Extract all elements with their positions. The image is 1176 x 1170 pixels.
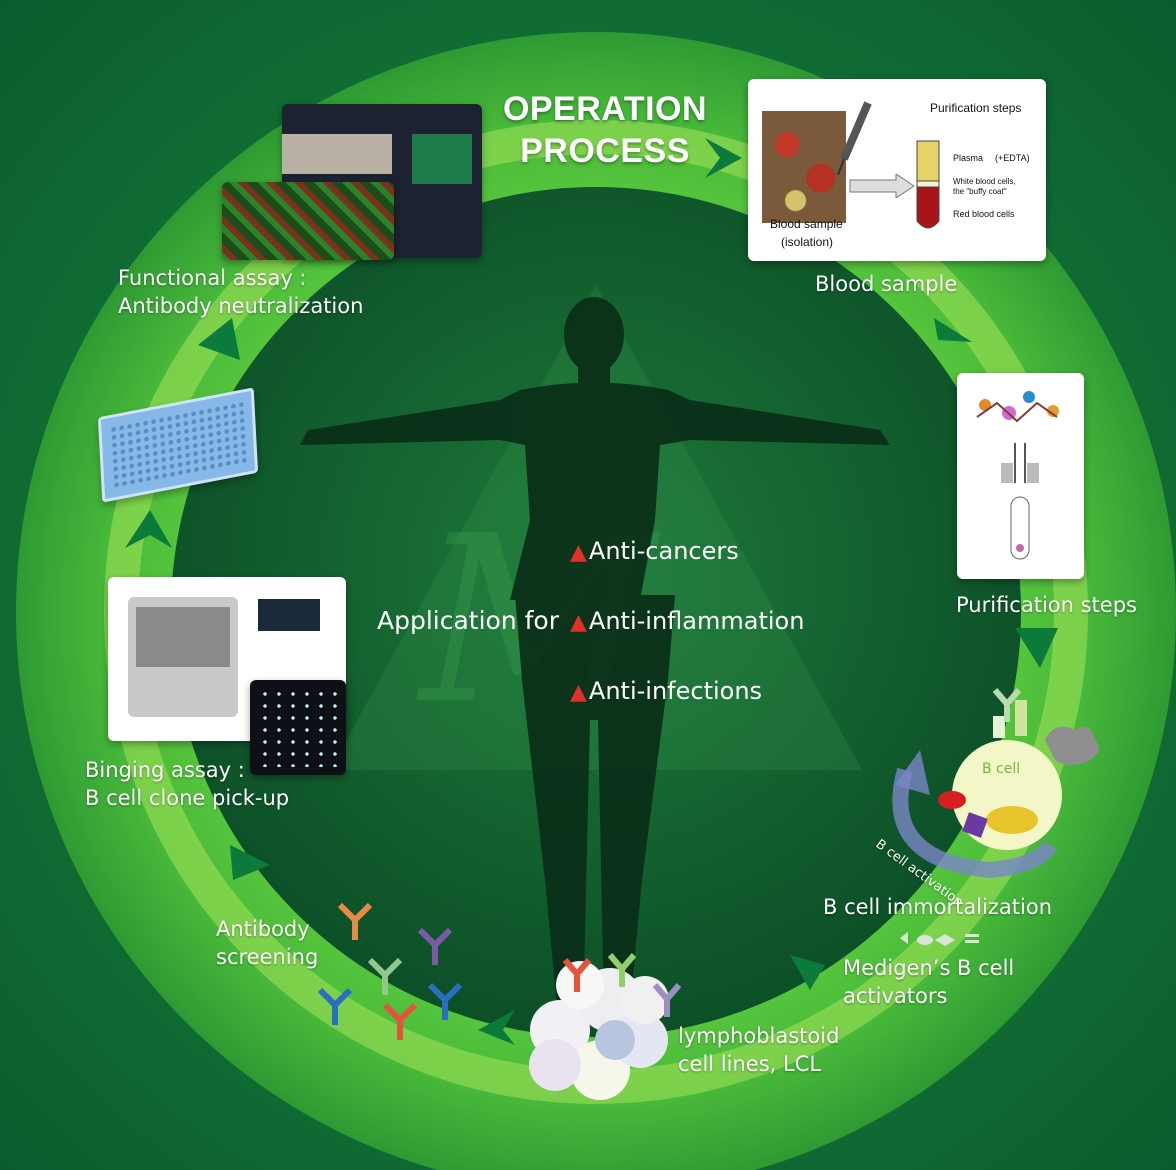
human-silhouette-icon — [300, 297, 890, 1060]
diagram-title: OPERATION PROCESS — [470, 88, 740, 172]
activation-arrow — [892, 767, 1058, 879]
application-label: Application for — [377, 606, 560, 635]
wbc-label-2: the "buffy coat" — [953, 187, 1007, 196]
purification-card — [957, 373, 1084, 579]
blood-caption-2: (isolation) — [781, 235, 834, 249]
screening-line2: screening — [216, 945, 319, 969]
screening-line1: Antibody — [216, 917, 310, 941]
screening-label: Antibody screening — [216, 915, 318, 971]
application-item-text: Anti-infections — [588, 677, 763, 705]
clone-image-photo — [250, 680, 346, 775]
activators-line2: activators — [843, 984, 948, 1008]
lcl-line2: cell lines, LCL — [678, 1052, 822, 1076]
lcl-label: lymphoblastoid cell lines, LCL — [678, 1022, 839, 1078]
title-line2: PROCESS — [520, 132, 690, 170]
wbc-label-1: White blood cells, — [953, 177, 1016, 186]
b-cell-icon — [938, 700, 1099, 850]
functional-assay-label: Functional assay : Antibody neutralizati… — [118, 264, 363, 320]
b-cell-label: B cell — [982, 761, 1021, 777]
activator-shapes-icon — [900, 932, 979, 946]
functional-line1: Functional assay : — [118, 266, 307, 290]
application-item-inflammation: ▲Anti-inflammation — [570, 607, 804, 635]
application-item-text: Anti-inflammation — [588, 607, 805, 635]
binding-line1: Binging assay : — [85, 758, 245, 782]
syringe-icon — [837, 101, 872, 176]
application-item-text: Anti-cancers — [588, 537, 739, 565]
purification-illustration-icon — [976, 391, 1059, 560]
blood-cells-image — [762, 111, 846, 223]
application-item-infections: ▲Anti-infections — [570, 677, 762, 705]
triangle-bullet-icon: ▲ — [570, 610, 587, 635]
activators-line1: Medigen’s B cell — [843, 956, 1015, 980]
edta-label: (+EDTA) — [995, 153, 1030, 163]
functional-line2: Antibody neutralization — [118, 294, 364, 318]
purification-heading: Purification steps — [930, 101, 1022, 115]
title-line1: OPERATION — [502, 90, 708, 128]
triangle-bullet-icon: ▲ — [570, 680, 587, 705]
binding-line2: B cell clone pick-up — [85, 786, 290, 810]
rbc-label: Red blood cells — [953, 209, 1015, 219]
blood-caption-1: Blood sample — [770, 217, 843, 231]
immortalization-label: B cell immortalization — [823, 895, 1053, 919]
application-item-cancer: ▲Anti-cancers — [570, 537, 739, 565]
activators-label: Medigen’s B cell activators — [843, 954, 1014, 1010]
cell-image-photo — [222, 182, 394, 260]
plasma-label: Plasma — [953, 153, 984, 163]
lcl-line1: lymphoblastoid — [678, 1024, 840, 1048]
blood-sample-card: Purification steps Plasma (+EDTA) White … — [748, 79, 1046, 261]
blood-sample-label: Blood sample — [815, 272, 958, 296]
purification-steps-label: Purification steps — [956, 593, 1137, 617]
triangle-bullet-icon: ▲ — [570, 540, 587, 565]
transfer-arrow-icon — [849, 174, 915, 198]
binding-assay-label: Binging assay : B cell clone pick-up — [85, 756, 289, 812]
flow-arrows — [125, 138, 1058, 1045]
antibody-icons — [317, 688, 1022, 1040]
blood-tube-icon — [916, 140, 940, 229]
